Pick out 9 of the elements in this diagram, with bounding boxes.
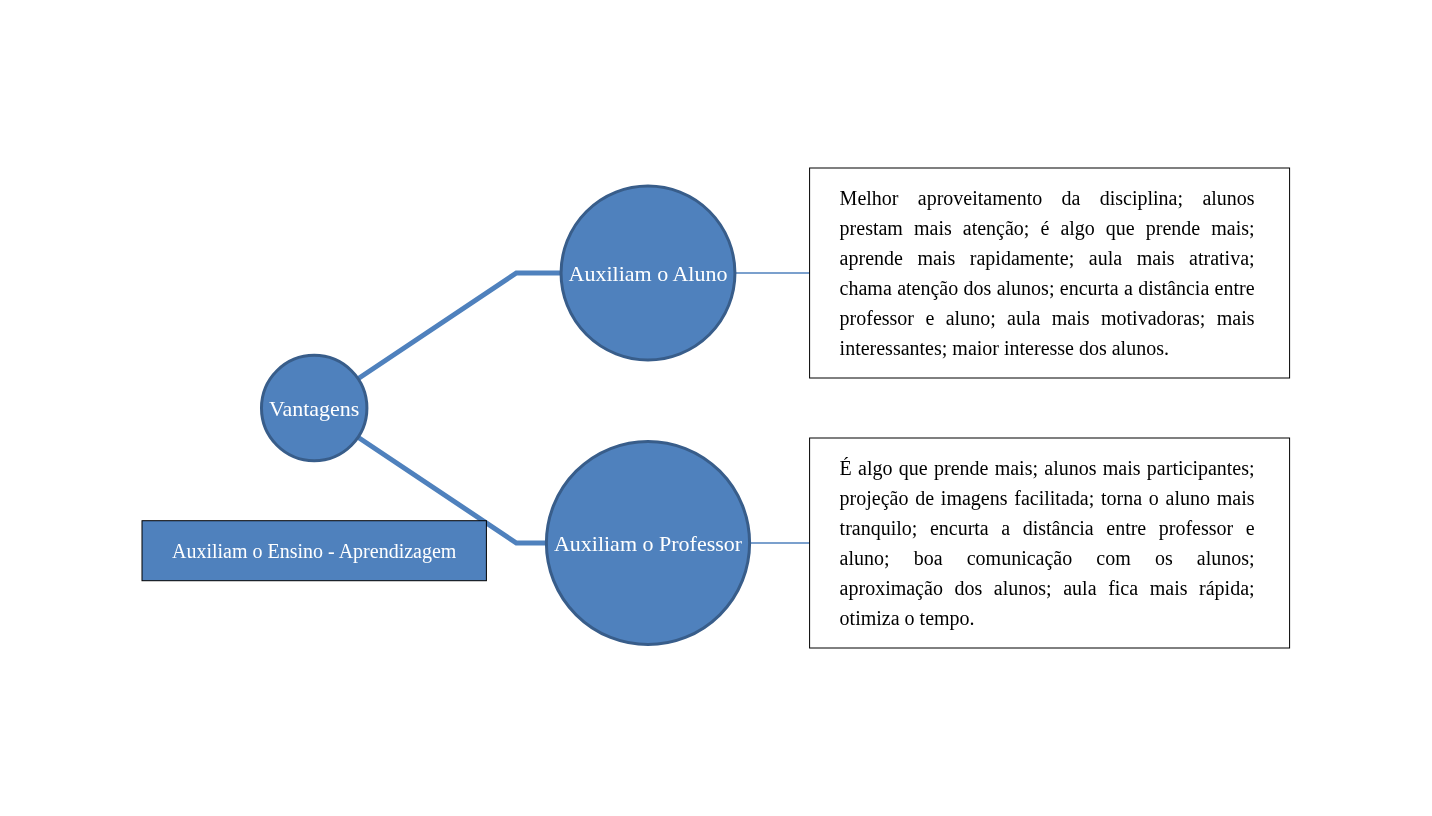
connector [356, 435, 547, 546]
node-circle: Vantagens [260, 353, 369, 463]
connector [356, 270, 562, 381]
node-circle: Auxiliam o Aluno [559, 184, 737, 362]
node-box: Melhor aproveitamento da disciplina; alunos prestam mais atenção; é algo que prende mais; aprende mais rapidamente; aula mais atrativa; chama atenção dos alunos; encurta a distância entre professor e aluno; aula mais motivadoras; mais interessantes; maior interesse dos alunos. [809, 167, 1291, 379]
node-box: Auxiliam o Ensino - Aprendizagem [141, 520, 488, 582]
connector [749, 542, 811, 544]
node-circle: Auxiliam o Professor [545, 439, 752, 647]
node-box: É algo que prende mais; alunos mais participantes; projeção de imagens facilitada; torna o aluno mais tranquilo; encurta a distância entre professor e aluno; boa comunicação com os alunos; aproximação dos alunos; aula fica mais rápida; otimiza o tempo. [809, 437, 1291, 649]
